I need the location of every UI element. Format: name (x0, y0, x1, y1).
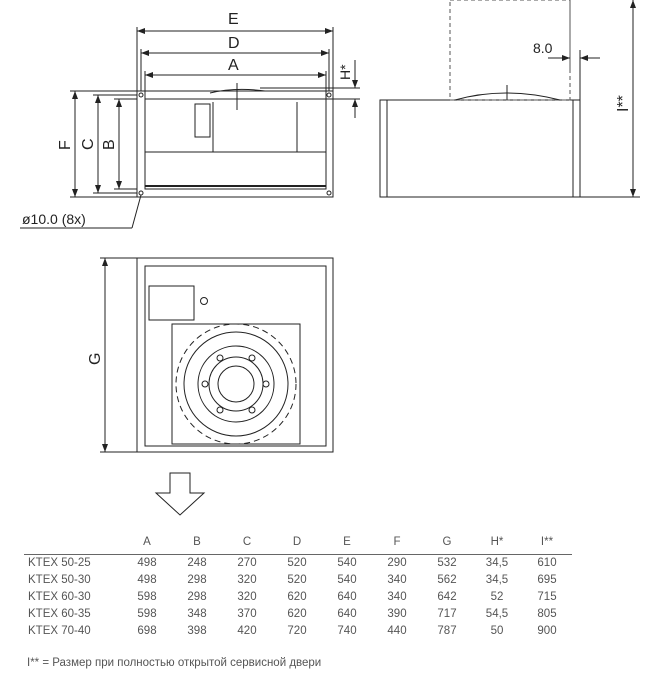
dim-C: C (80, 138, 97, 150)
dimension-value: 520 (287, 574, 307, 587)
dimension-value: 610 (537, 557, 557, 570)
direction-arrow-icon (154, 472, 206, 516)
dimension-value: 642 (437, 590, 457, 603)
dim-I: I** (615, 95, 632, 112)
table-row: KTEX 60-30 598 298 320 620 640 340 642 52 715 (24, 589, 572, 606)
dimension-value: 620 (287, 590, 307, 603)
table-header-row: A B C D E F G H* I** (24, 530, 572, 555)
dimension-value: 562 (437, 574, 457, 587)
col-header: I** (522, 530, 572, 555)
dimension-value: 620 (287, 607, 307, 620)
dimension-value: 398 (187, 624, 207, 637)
dimension-value: 498 (137, 574, 157, 587)
dimension-value: 298 (187, 590, 207, 603)
hole-callout: ø10.0 (8x) (22, 211, 86, 227)
dimension-value: 298 (187, 574, 207, 587)
dimension-value: 540 (337, 574, 357, 587)
dimension-value: 715 (537, 590, 557, 603)
col-header: F (372, 530, 422, 555)
dimension-value: 248 (187, 557, 207, 570)
col-header: G (422, 530, 472, 555)
dim-H: H* (337, 64, 353, 80)
dimension-value: 717 (437, 607, 457, 620)
dimension-value: 532 (437, 557, 457, 570)
dimension-value: 540 (337, 557, 357, 570)
dimension-value: 370 (237, 607, 257, 620)
dimension-value: 440 (387, 624, 407, 637)
dimension-value: 640 (337, 607, 357, 620)
front-view (20, 27, 360, 229)
dim-B: B (101, 139, 118, 150)
dimension-value: 390 (387, 607, 407, 620)
dimension-value: 320 (237, 590, 257, 603)
col-header: B (172, 530, 222, 555)
model-name: KTEX 70-40 (28, 624, 91, 637)
dimension-value: 498 (137, 557, 157, 570)
model-name: KTEX 50-30 (28, 574, 91, 587)
dimension-value: 50 (490, 624, 504, 637)
dimension-value: 270 (237, 557, 257, 570)
dim-F: F (57, 140, 74, 150)
table-row: KTEX 50-30 498 298 320 520 540 340 562 34,5 695 (24, 572, 572, 589)
dimension-value: 740 (337, 624, 357, 637)
dimension-value: 698 (137, 624, 157, 637)
col-header: H* (472, 530, 522, 555)
dim-offset: 8.0 (533, 40, 553, 56)
top-view (100, 257, 334, 516)
table-row: KTEX 50-25 498 248 270 520 540 290 532 34,5 610 (24, 555, 572, 572)
dimension-value: 720 (287, 624, 307, 637)
dimension-value: 900 (537, 624, 557, 637)
dimension-value: 34,5 (485, 574, 509, 587)
dimension-value: 695 (537, 574, 557, 587)
dim-E: E (228, 11, 239, 28)
dimension-value: 340 (387, 574, 407, 587)
dimension-value: 34,5 (485, 557, 509, 570)
dimension-value: 598 (137, 590, 157, 603)
col-header (24, 530, 122, 555)
dimension-value: 320 (237, 574, 257, 587)
col-header: A (122, 530, 172, 555)
dimension-value: 340 (387, 590, 407, 603)
model-name: KTEX 50-25 (28, 557, 91, 570)
side-view (379, 0, 640, 198)
dimension-value: 598 (137, 607, 157, 620)
table-row: KTEX 70-40 698 398 420 720 740 440 787 50 900 (24, 622, 572, 639)
dim-D: D (228, 35, 240, 52)
dimension-value: 520 (287, 557, 307, 570)
dimension-value: 52 (490, 590, 504, 603)
col-header: D (272, 530, 322, 555)
dimension-value: 348 (187, 607, 207, 620)
dimension-value: 420 (237, 624, 257, 637)
dimension-value: 290 (387, 557, 407, 570)
footnote: I** = Размер при полностью открытой серв… (27, 657, 322, 669)
dimension-value: 787 (437, 624, 457, 637)
model-name: KTEX 60-30 (28, 590, 91, 603)
dimensions-table: A B C D E F G H* I** KTEX 50-25 498 248 270… (24, 530, 572, 639)
table-row: KTEX 60-35 598 348 370 620 640 390 717 54,5 805 (24, 605, 572, 622)
dim-A: A (228, 57, 239, 74)
col-header: C (222, 530, 272, 555)
col-header: E (322, 530, 372, 555)
model-name: KTEX 60-35 (28, 607, 91, 620)
dimension-value: 640 (337, 590, 357, 603)
dimension-value: 805 (537, 607, 557, 620)
dimension-value: 54,5 (485, 607, 509, 620)
dim-G: G (87, 353, 104, 365)
